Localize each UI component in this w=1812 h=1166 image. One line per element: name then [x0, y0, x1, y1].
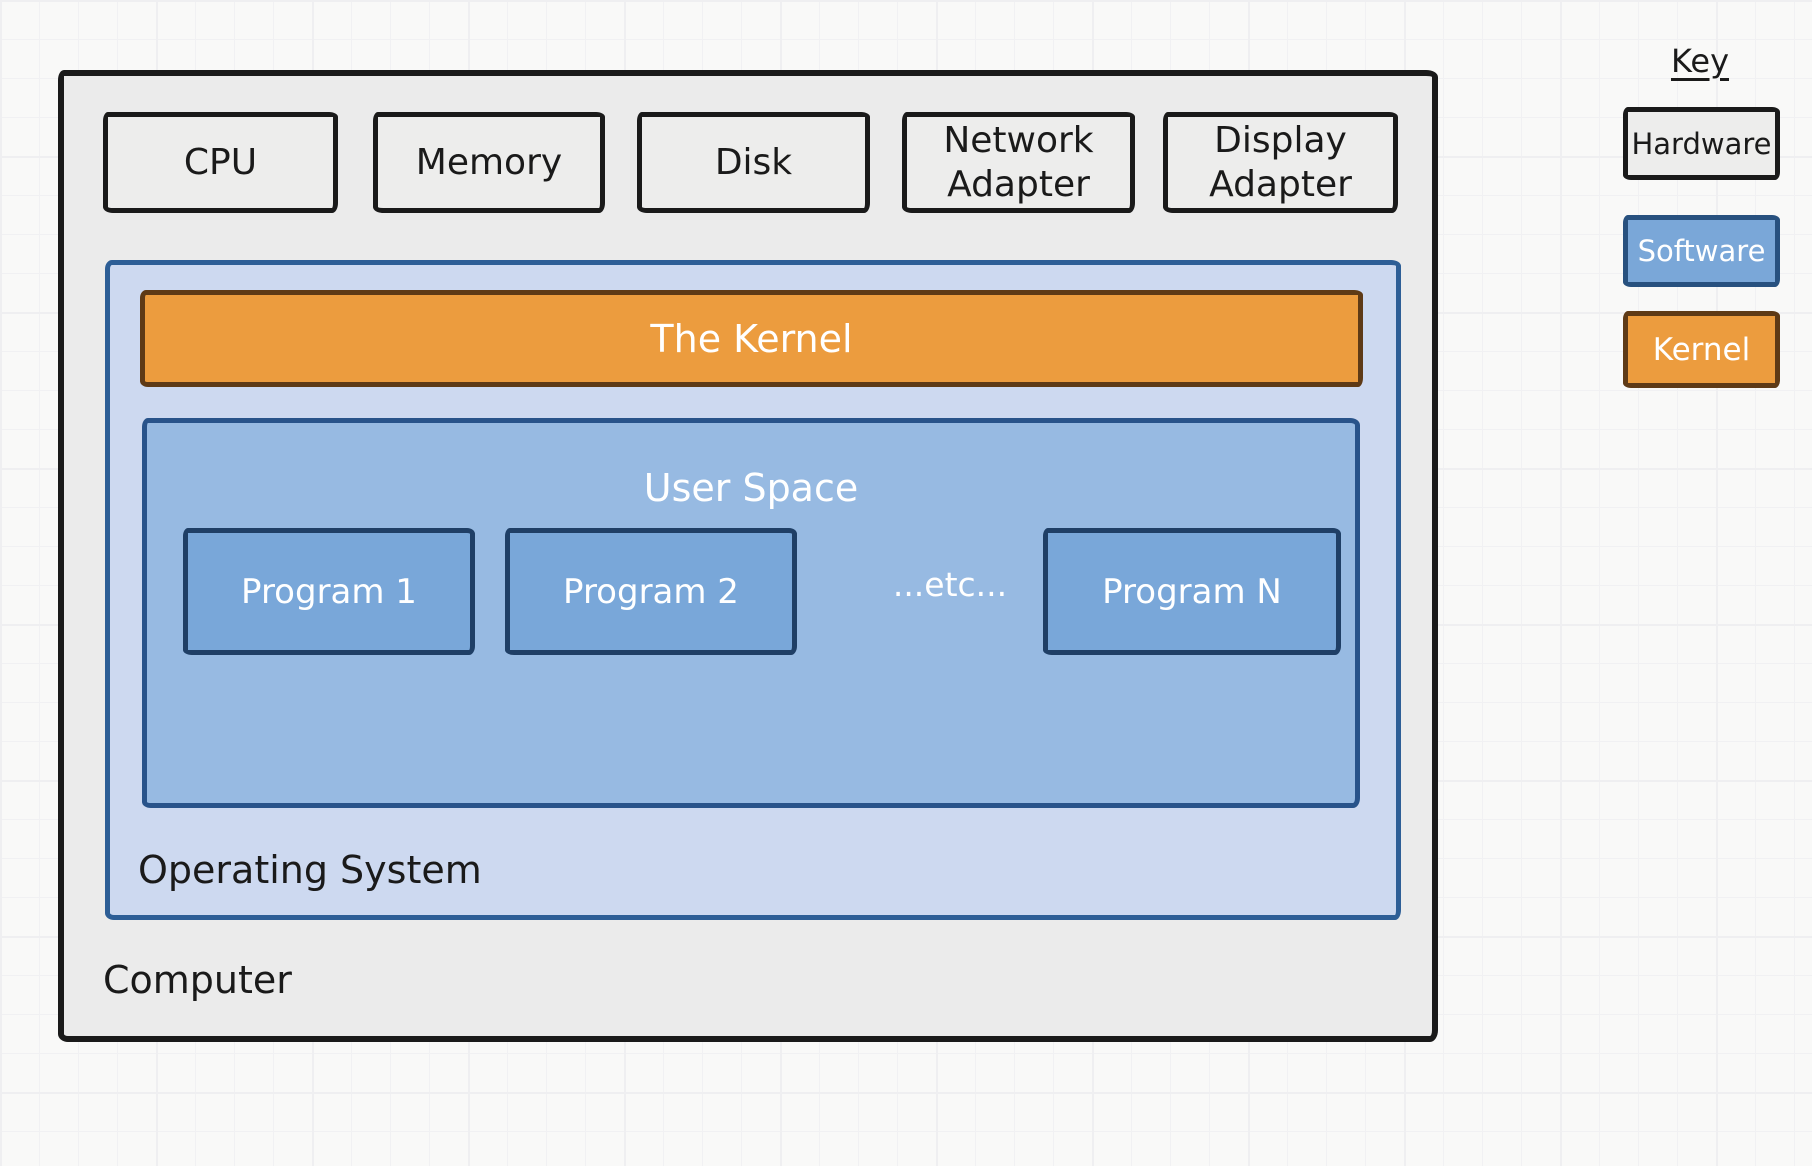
program-n-label: Program N	[1102, 571, 1282, 612]
program-1-box: Program 1	[183, 528, 475, 655]
hardware-box-display-adapter: Display Adapter	[1163, 112, 1398, 213]
hardware-box-disk-label: Disk	[714, 141, 793, 183]
key-item-software-label: Software	[1637, 234, 1766, 268]
hardware-box-network-adapter: Network Adapter	[902, 112, 1135, 213]
program-2-box: Program 2	[505, 528, 797, 655]
hardware-box-network-adapter-label: Network Adapter	[943, 120, 1094, 205]
hardware-box-display-adapter-label: Display Adapter	[1209, 120, 1352, 205]
key-item-hardware-label: Hardware	[1631, 126, 1772, 161]
key-item-kernel: Kernel	[1623, 311, 1780, 388]
etc-label: ...etc...	[892, 565, 1008, 604]
key-item-kernel-label: Kernel	[1652, 331, 1751, 368]
hardware-box-cpu: CPU	[103, 112, 338, 213]
user-space-label: User Space	[643, 466, 859, 510]
operating-system-label: Operating System	[138, 848, 482, 892]
computer-label: Computer	[103, 958, 292, 1002]
program-2-label: Program 2	[563, 571, 739, 612]
program-n-box: Program N	[1043, 528, 1341, 655]
key-item-hardware: Hardware	[1623, 107, 1780, 180]
kernel-label: The Kernel	[650, 316, 853, 361]
hardware-box-disk: Disk	[637, 112, 870, 213]
key-item-software: Software	[1623, 215, 1780, 287]
program-1-label: Program 1	[241, 571, 417, 612]
kernel-box: The Kernel	[140, 290, 1363, 387]
hardware-box-memory: Memory	[373, 112, 605, 213]
key-title: Key	[1670, 42, 1729, 80]
hardware-box-cpu-label: CPU	[183, 141, 258, 183]
hardware-box-memory-label: Memory	[415, 141, 563, 183]
